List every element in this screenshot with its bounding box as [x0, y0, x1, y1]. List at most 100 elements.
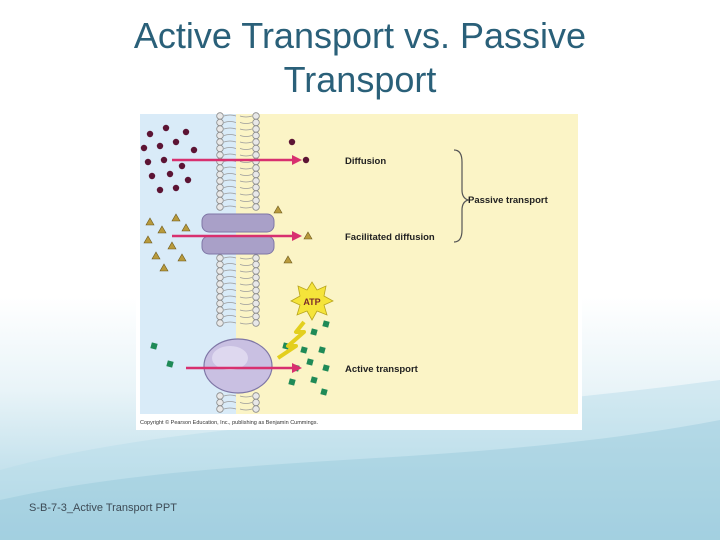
- slide-title: Active Transport vs. Passive Transport: [0, 14, 720, 102]
- phospholipid-head: [252, 260, 260, 269]
- facilitated-solute: [303, 231, 313, 240]
- phospholipid-head: [252, 299, 260, 308]
- phospholipid-tails: [223, 179, 253, 183]
- active-arrow: [186, 363, 302, 373]
- phospholipid-tails: [223, 166, 253, 170]
- phospholipid-head: [216, 151, 224, 159]
- phospholipid-head: [252, 138, 260, 146]
- phospholipid-tails: [223, 192, 253, 196]
- phospholipid-head: [252, 267, 260, 275]
- phospholipid-head: [216, 254, 224, 262]
- copyright-note: Copyright © Pearson Education, Inc., pub…: [140, 419, 318, 426]
- phospholipid-head: [252, 151, 260, 159]
- phospholipid-head: [216, 125, 224, 133]
- diffusion-arrow: [172, 155, 302, 165]
- phospholipid-head: [216, 112, 224, 120]
- phospholipid-tails: [223, 276, 253, 279]
- phospholipid-head: [252, 164, 260, 172]
- atp-star: [290, 281, 334, 321]
- diffusing-molecule: [160, 156, 168, 164]
- actively-transported-solute: [310, 328, 318, 336]
- diffusing-molecule: [184, 176, 192, 184]
- actively-transported-solute: [320, 388, 328, 396]
- passive-group-label: Passive transport: [468, 195, 549, 206]
- phospholipid-tails: [223, 199, 253, 202]
- phospholipid-head: [216, 312, 224, 321]
- phospholipid-tails: [223, 121, 253, 124]
- passive-bracket: [453, 149, 470, 243]
- facilitated-solute: [177, 253, 187, 262]
- phospholipid-tails: [223, 173, 253, 176]
- diffusing-molecule: [148, 172, 156, 180]
- actively-transported-solute: [166, 360, 174, 368]
- actively-transported-solute: [318, 346, 326, 354]
- facilitated-solute: [145, 217, 155, 226]
- diffusing-molecule: [166, 170, 174, 178]
- diffusing-molecule: [140, 144, 148, 152]
- phospholipid-tails: [223, 205, 253, 209]
- phospholipid-head: [252, 183, 260, 192]
- diffusing-molecule: [302, 156, 310, 164]
- phospholipid-head: [252, 170, 260, 179]
- phospholipid-head: [216, 177, 224, 185]
- phospholipid-head: [252, 203, 260, 211]
- phospholipid-head: [216, 319, 224, 327]
- diffusing-molecule: [146, 130, 154, 138]
- phospholipid-head: [252, 112, 260, 120]
- phospholipid-head: [252, 405, 260, 413]
- actively-transported-solute: [306, 358, 314, 366]
- phospholipid-head: [252, 293, 260, 301]
- diffusing-molecule: [182, 128, 190, 136]
- actively-transported-solute: [300, 346, 308, 354]
- phospholipid-head: [216, 138, 224, 146]
- phospholipid-tails: [223, 127, 253, 131]
- phospholipid-head: [252, 280, 260, 288]
- phospholipid-tails: [223, 394, 253, 398]
- phospholipid-head: [252, 196, 260, 205]
- actively-transported-solute: [322, 320, 330, 328]
- facilitated-solute: [157, 225, 167, 234]
- phospholipid-head: [252, 254, 260, 262]
- phospholipid-head: [216, 118, 224, 127]
- phospholipid-head: [252, 286, 260, 295]
- active-label: Active transport: [345, 364, 419, 375]
- facilitated-solute: [181, 223, 191, 232]
- channel-protein: [201, 213, 275, 255]
- phospholipid-head: [216, 203, 224, 211]
- phospholipid-tails: [223, 263, 253, 266]
- phospholipid-head: [216, 144, 224, 153]
- phospholipid-head: [216, 260, 224, 269]
- transport-diagram: ATP Diffusion Facilitated diffusion Acti…: [136, 110, 582, 430]
- diffusing-molecule: [172, 138, 180, 146]
- facilitated-solute: [151, 251, 161, 260]
- phospholipid-tails: [223, 302, 253, 305]
- phospholipid-head: [252, 312, 260, 321]
- facilitated-solute: [273, 205, 283, 214]
- energy-bolt-icon: [276, 320, 306, 360]
- diffusing-molecule: [288, 138, 296, 146]
- phospholipid-head: [216, 306, 224, 314]
- lipid-bilayer: [216, 112, 260, 413]
- phospholipid-head: [216, 280, 224, 288]
- phospholipid-tails: [223, 282, 253, 286]
- phospholipid-tails: [223, 308, 253, 312]
- facilitated-solute: [159, 263, 169, 272]
- phospholipid-head: [216, 293, 224, 301]
- actively-transported-solute: [288, 378, 296, 386]
- actively-transported-solute: [150, 342, 158, 350]
- diffusing-molecule: [156, 186, 164, 194]
- diffusing-molecule: [144, 158, 152, 166]
- phospholipid-head: [252, 306, 260, 314]
- phospholipid-tails: [223, 401, 253, 404]
- phospholipid-head: [252, 273, 260, 282]
- diffusing-molecule: [190, 146, 198, 154]
- phospholipid-tails: [223, 295, 253, 299]
- diffusion-label: Diffusion: [345, 156, 386, 167]
- phospholipid-head: [252, 190, 260, 198]
- phospholipid-tails: [223, 153, 253, 157]
- phospholipid-head: [216, 398, 224, 407]
- phospholipid-tails: [223, 147, 253, 150]
- phospholipid-head: [252, 319, 260, 327]
- phospholipid-head: [252, 131, 260, 140]
- phospholipid-head: [252, 398, 260, 407]
